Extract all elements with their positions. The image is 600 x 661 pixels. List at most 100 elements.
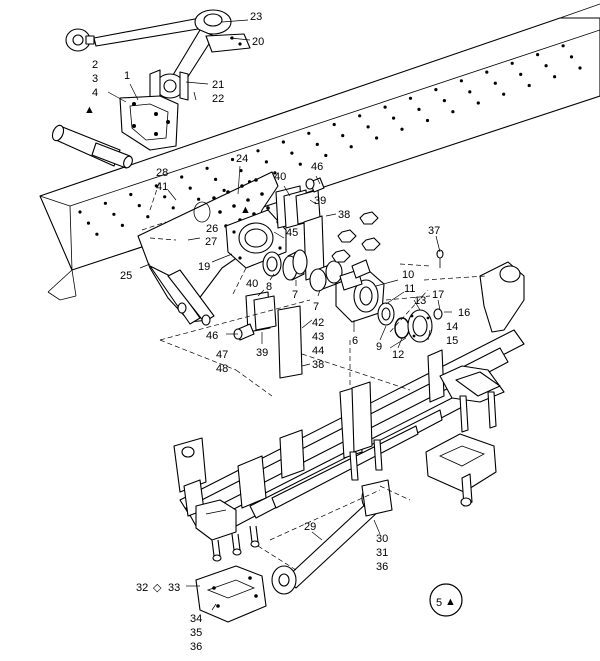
rivet-hole: [544, 64, 548, 68]
callout-39: 39: [314, 195, 326, 207]
rivet-hole: [103, 201, 107, 205]
callout-19: 19: [198, 261, 210, 273]
rivet-hole: [536, 53, 540, 57]
bracket-hole: [212, 196, 216, 200]
rivet-hole: [510, 61, 514, 65]
callout-26: 26: [206, 223, 218, 235]
callout-22: 22: [212, 93, 224, 105]
rivet-hole: [197, 197, 201, 201]
callout-43: 43: [312, 331, 324, 343]
bracket-hole: [260, 192, 264, 196]
rivet-hole: [408, 96, 413, 100]
callout-42: 42: [312, 317, 324, 329]
callout-23: 23: [250, 11, 262, 23]
callout-33: 33: [168, 582, 180, 594]
bracket-hole: [232, 204, 236, 208]
callout-3: 3: [92, 73, 98, 85]
rivet-hole: [146, 215, 150, 219]
callout-45: 45: [286, 227, 298, 239]
frame-rail: [39, 3, 600, 301]
upper-reaction-rod: [65, 9, 251, 101]
rivet-hole: [442, 99, 446, 103]
rivet-hole: [205, 166, 209, 170]
rivet-hole: [519, 72, 523, 76]
wear-plates: [233, 177, 325, 379]
rivet-hole: [95, 232, 99, 236]
nuts: [331, 211, 381, 263]
rivet-hole: [281, 140, 285, 144]
rivet-hole: [459, 79, 463, 83]
rivet-hole: [527, 83, 531, 88]
rivet-hole: [569, 55, 574, 59]
callout-48: 48: [216, 363, 228, 375]
rivet-hole: [578, 66, 582, 70]
callout-31: 31: [376, 547, 388, 559]
rivet-hole: [332, 122, 336, 127]
callout-44: 44: [312, 345, 324, 357]
callout-15: 15: [446, 335, 458, 347]
bracket-hole: [266, 206, 270, 210]
rivet-hole: [214, 177, 218, 181]
rivet-hole: [561, 44, 565, 48]
rivet-hole: [417, 107, 421, 111]
trunnion-housing: [335, 259, 385, 323]
rivet-hole: [298, 162, 302, 166]
rivet-hole: [468, 90, 472, 94]
callout-37: 37: [428, 225, 440, 237]
callout-6: 6: [352, 335, 358, 347]
callout-29: 29: [304, 521, 316, 533]
rivet-hole: [264, 160, 268, 164]
callout-14: 14: [446, 321, 458, 333]
callout-7: 7: [292, 289, 298, 301]
callout-32: 32: [136, 582, 148, 594]
rivet-hole: [180, 175, 184, 179]
left-axle-seat: [173, 437, 260, 562]
callout-11: 11: [404, 283, 415, 295]
rivet-hole: [230, 157, 235, 162]
rivet-hole: [315, 142, 319, 146]
callout-38: 38: [312, 359, 324, 371]
bracket-hole: [218, 210, 222, 214]
rivet-hole: [112, 212, 116, 216]
callout-24: 24: [236, 153, 248, 165]
callout-39: 39: [256, 347, 268, 359]
callout-36: 36: [190, 641, 202, 653]
leader-lines: [107, 19, 452, 611]
rivet-hole: [129, 192, 133, 197]
callout-40: 40: [274, 171, 286, 183]
rivet-hole: [222, 188, 226, 192]
callout-36: 36: [376, 561, 388, 573]
note-circle: [429, 583, 463, 617]
symbols: ▲ ▲ ◇ ▲: [84, 104, 463, 617]
rivet-hole: [358, 114, 362, 118]
rivet-hole: [290, 151, 294, 155]
callout-13: 13: [414, 295, 426, 307]
callout-47: 47: [216, 349, 228, 361]
rivet-hole: [392, 116, 396, 120]
callout-30: 30: [376, 533, 388, 545]
leaf-spring: [179, 261, 525, 529]
callout-9: 9: [376, 341, 382, 353]
upper-bracket: [119, 95, 179, 151]
callout-16: 16: [458, 307, 470, 319]
rivet-hole: [137, 204, 141, 208]
rivet-hole: [239, 169, 243, 173]
rivet-hole: [188, 186, 192, 190]
triangle-icon: ▲: [240, 204, 251, 216]
rivet-hole: [375, 136, 379, 140]
callout-7: 7: [313, 301, 319, 313]
callout-38: 38: [338, 209, 350, 221]
callout-20: 20: [252, 36, 264, 48]
rivet-hole: [307, 131, 311, 135]
rivet-hole: [502, 92, 506, 96]
rivet-hole: [171, 206, 175, 210]
rivet-hole: [163, 195, 167, 199]
callout-labels: 23 20 2 3 1 4 21 22 24 28 41 46 40 39 38…: [92, 11, 470, 653]
rivet-hole: [476, 101, 480, 105]
callout-8: 8: [266, 281, 272, 293]
rivet-hole: [256, 149, 260, 153]
bracket-hole: [254, 178, 258, 182]
rivet-hole: [400, 127, 404, 131]
bushings: [262, 249, 343, 292]
